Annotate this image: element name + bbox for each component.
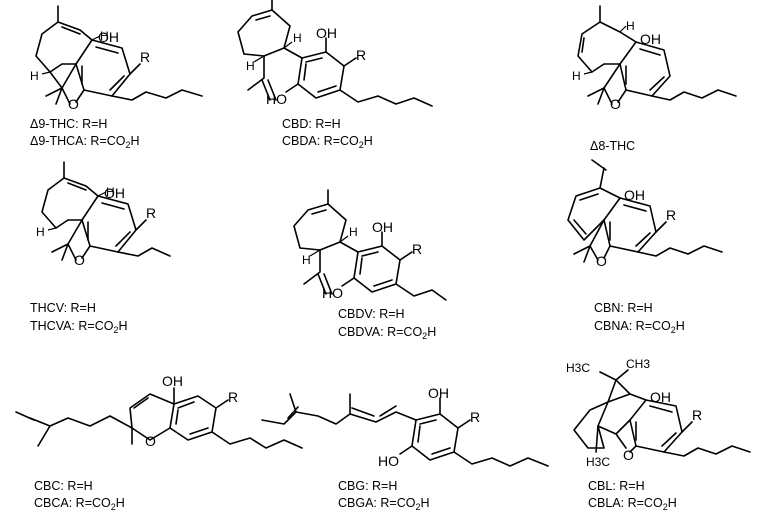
r-group-label: R bbox=[412, 241, 422, 257]
compound-label-cbl: CBL: R=H bbox=[588, 479, 645, 493]
compound-label-cbc: CBC: R=H bbox=[34, 479, 93, 493]
structure-cbdv: OH HO R H H bbox=[293, 189, 447, 301]
ring-oxygen-label: O bbox=[623, 447, 634, 463]
r-group-label: R bbox=[356, 47, 366, 63]
structure-cbc: OH R O bbox=[15, 373, 303, 449]
ring-oxygen-label: O bbox=[145, 433, 156, 449]
stereo-h-label: H bbox=[106, 185, 115, 199]
hydroxyl-label: OH bbox=[640, 31, 661, 47]
hydroxyl-label: OH bbox=[624, 187, 645, 203]
hydroxyl-label: OH bbox=[428, 385, 449, 401]
hydroxyl-label: OH bbox=[316, 25, 337, 41]
structure-thcv: OH R O H H bbox=[36, 161, 171, 268]
methyl-label: H3C bbox=[586, 455, 610, 469]
structure-delta9-thc: OH R O H H bbox=[30, 5, 203, 112]
ring-oxygen-label: O bbox=[610, 96, 621, 112]
compound-label-cbd: CBD: R=H bbox=[282, 117, 341, 131]
compound-label-thcva: THCVA: R=CO2H bbox=[30, 319, 128, 335]
compound-label-cbca: CBCA: R=CO2H bbox=[34, 496, 125, 512]
methyl-label: CH3 bbox=[626, 357, 650, 371]
stereo-h-label: H bbox=[36, 225, 45, 239]
hydroxyl-label: OH bbox=[372, 219, 393, 235]
structure-cbg: OH HO R bbox=[261, 385, 549, 469]
stereo-h-label: H bbox=[302, 253, 311, 267]
stereo-h-label: H bbox=[293, 31, 302, 45]
compound-label-delta9-thca: Δ9-THCA: R=CO2H bbox=[30, 134, 140, 150]
r-group-label: R bbox=[666, 207, 676, 223]
compound-label-delta8-thc: Δ8-THC bbox=[590, 139, 635, 153]
compound-label-cbg: CBG: R=H bbox=[338, 479, 397, 493]
stereo-h-label: H bbox=[572, 69, 581, 83]
ring-oxygen-label: O bbox=[68, 96, 79, 112]
stereo-h-label: H bbox=[30, 69, 39, 83]
structure-cbd: OH HO R H H bbox=[237, 0, 433, 107]
compound-label-cbn: CBN: R=H bbox=[594, 301, 653, 315]
compound-label-cbga: CBGA: R=CO2H bbox=[338, 496, 430, 512]
structure-cbn: OH R O bbox=[567, 159, 723, 269]
structure-delta8-thc: OH O H H bbox=[572, 5, 737, 112]
r-group-label: R bbox=[146, 205, 156, 221]
stereo-h-label: H bbox=[626, 19, 635, 33]
hydroxyl-label: HO bbox=[378, 453, 399, 469]
hydroxyl-label: HO bbox=[322, 285, 343, 301]
compound-label-cbdva: CBDVA: R=CO2H bbox=[338, 325, 436, 341]
r-group-label: R bbox=[140, 49, 150, 65]
stereo-h-label: H bbox=[246, 59, 255, 73]
hydroxyl-label: HO bbox=[266, 91, 287, 107]
compound-label-cbna: CBNA: R=CO2H bbox=[594, 319, 685, 335]
hydroxyl-label: OH bbox=[162, 373, 183, 389]
methyl-label: H3C bbox=[566, 361, 590, 375]
compound-label-cbda: CBDA: R=CO2H bbox=[282, 134, 373, 150]
compound-label-cbla: CBLA: R=CO2H bbox=[588, 496, 677, 512]
compound-label-delta9-thc: Δ9-THC: R=H bbox=[30, 117, 107, 131]
stereo-h-label: H bbox=[100, 29, 109, 43]
hydroxyl-label: OH bbox=[650, 389, 671, 405]
r-group-label: R bbox=[228, 389, 238, 405]
structure-cbl: OH R O H3C CH3 H3C bbox=[566, 357, 751, 469]
compound-label-thcv: THCV: R=H bbox=[30, 301, 96, 315]
ring-oxygen-label: O bbox=[596, 253, 607, 269]
stereo-h-label: H bbox=[349, 225, 358, 239]
r-group-label: R bbox=[470, 409, 480, 425]
hydroxyl-label: OH bbox=[98, 29, 119, 45]
ring-oxygen-label: O bbox=[74, 252, 85, 268]
hydroxyl-label: OH bbox=[104, 185, 125, 201]
r-group-label: R bbox=[692, 407, 702, 423]
compound-label-cbdv: CBDV: R=H bbox=[338, 307, 405, 321]
